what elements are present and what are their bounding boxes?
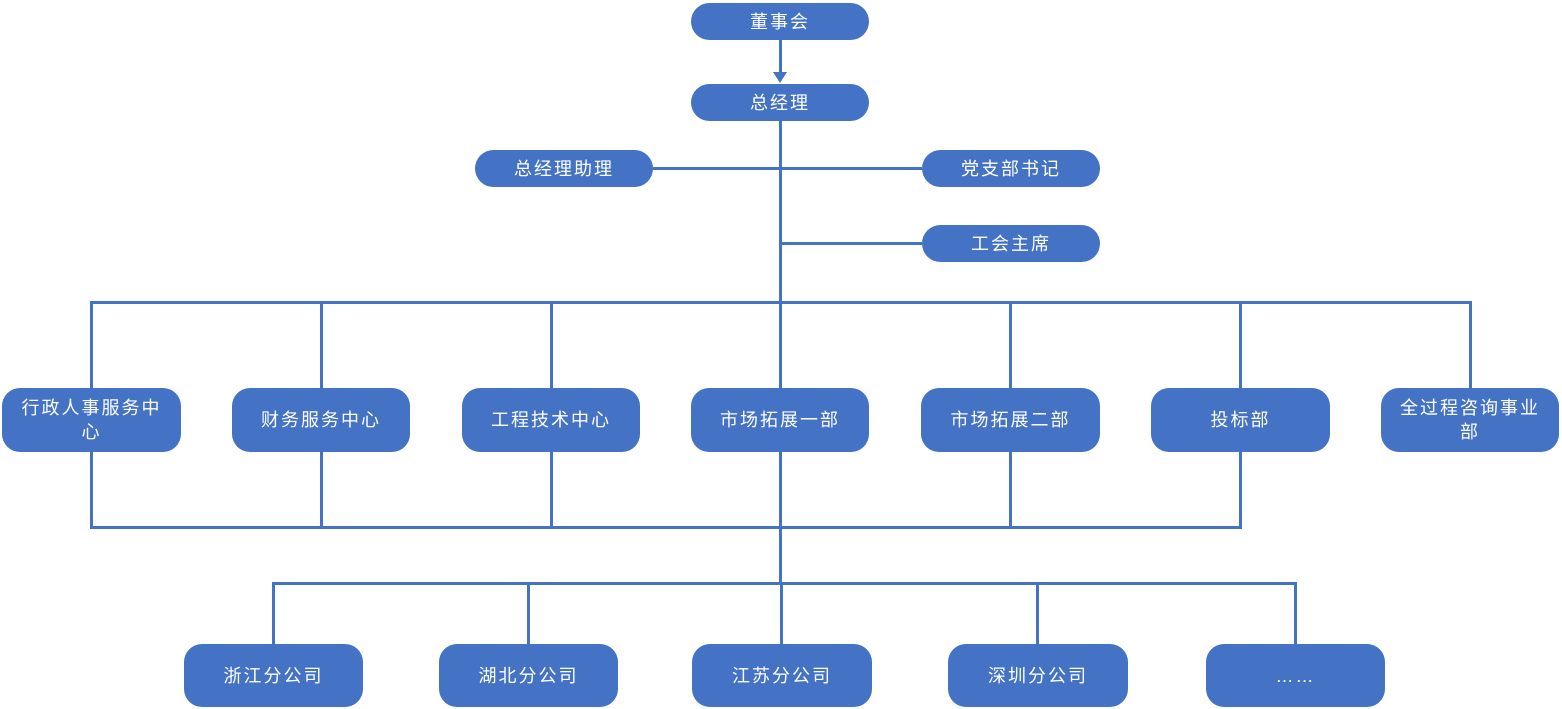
connector-drop-branch-5	[1294, 582, 1297, 644]
connector-dept-2-bottom	[320, 452, 323, 529]
connector-drop-dept-7	[1469, 301, 1472, 388]
node-branch-shenzhen: 深圳分公司	[948, 644, 1128, 707]
connector-dept-1-bottom	[90, 452, 93, 529]
arrow-down-icon	[773, 72, 787, 83]
node-union-chairman: 工会主席	[922, 225, 1100, 262]
connector-gm-drop	[779, 121, 782, 304]
connector-union-chairman	[780, 242, 922, 245]
connector-drop-branch-1	[272, 582, 275, 644]
node-dept-whole-process-consulting: 全过程咨询事业部	[1381, 388, 1559, 452]
connector-drop-branch-4	[1036, 582, 1039, 644]
connector-drop-dept-6	[1239, 301, 1242, 388]
connector-drop-dept-1	[90, 301, 93, 388]
connector-drop-dept-2	[320, 301, 323, 388]
node-gm-assistant: 总经理助理	[475, 150, 653, 187]
connector-lower-bus	[90, 526, 1242, 529]
node-dept-bidding: 投标部	[1151, 388, 1330, 452]
connector-drop-branch-3	[780, 582, 783, 644]
connector-dept-3-bottom	[550, 452, 553, 529]
connector-drop-dept-5	[1009, 301, 1012, 388]
node-dept-admin-hr-service-center: 行政人事服务中心	[2, 388, 181, 452]
node-board-of-directors: 董事会	[691, 3, 869, 40]
connector-drop-dept-3	[550, 301, 553, 388]
connector-board-to-gm-shaft	[779, 40, 782, 74]
node-dept-finance-service-center: 财务服务中心	[232, 388, 410, 452]
connector-branch-bus	[272, 582, 1297, 585]
node-branch-zhejiang: 浙江分公司	[184, 644, 363, 707]
node-dept-engineering-tech-center: 工程技术中心	[462, 388, 640, 452]
node-party-branch-secretary: 党支部书记	[922, 150, 1100, 187]
node-general-manager: 总经理	[691, 84, 869, 121]
connector-drop-dept-4	[779, 301, 782, 388]
node-dept-market-expansion-2: 市场拓展二部	[921, 388, 1100, 452]
connector-dept-5-bottom	[1009, 452, 1012, 529]
connector-center-to-branches	[779, 452, 782, 585]
node-branch-jiangsu: 江苏分公司	[692, 644, 872, 707]
connector-dept-6-bottom	[1239, 452, 1242, 529]
node-branch-hubei: 湖北分公司	[439, 644, 618, 707]
node-branch-ellipsis: ……	[1206, 644, 1385, 707]
connector-gm-assistant-party-secretary	[653, 167, 922, 170]
connector-drop-branch-2	[527, 582, 530, 644]
node-dept-market-expansion-1: 市场拓展一部	[691, 388, 869, 452]
